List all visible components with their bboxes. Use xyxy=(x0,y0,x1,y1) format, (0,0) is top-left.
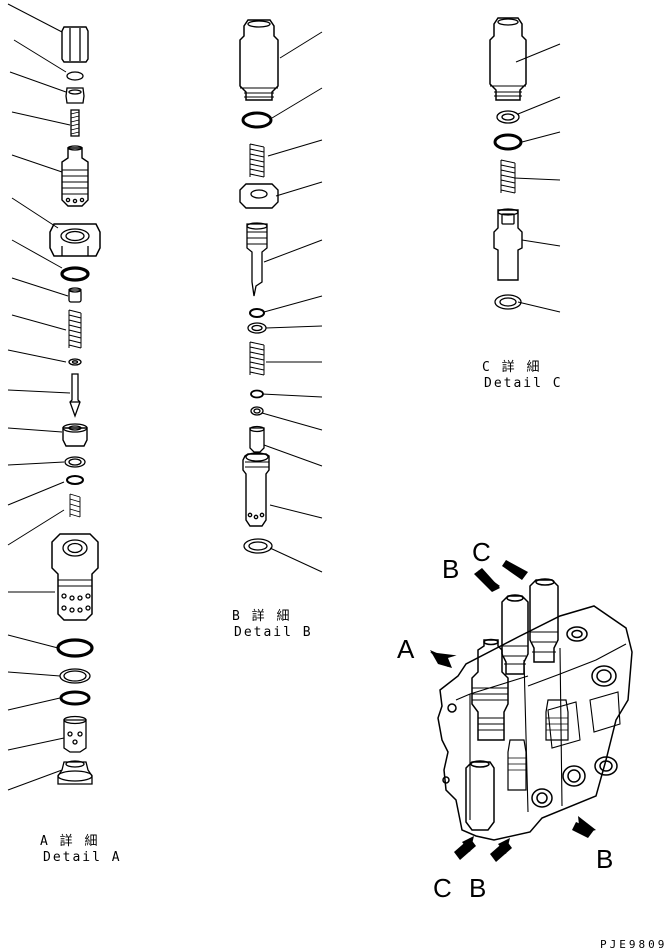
detail-c-parts xyxy=(489,17,561,313)
detail-b-caption-jp: B 詳 細 xyxy=(232,609,292,624)
detail-a-parts xyxy=(7,3,101,791)
detail-a-caption-en: Detail A xyxy=(43,850,122,865)
view-label-b-bottom-right: B xyxy=(596,844,614,874)
view-label-c-bottom: C xyxy=(433,873,452,903)
drawing-code: PJE9809 xyxy=(600,938,668,951)
view-label-c-top: C xyxy=(472,537,491,567)
view-arrows xyxy=(430,560,596,862)
view-label-b-top: B xyxy=(442,554,460,584)
detail-b-parts xyxy=(239,19,323,573)
detail-c-caption-en: Detail C xyxy=(484,376,563,391)
detail-c-leaders xyxy=(513,43,561,313)
detail-a-caption-jp: A 詳 細 xyxy=(40,834,100,849)
detail-b-caption-en: Detail B xyxy=(234,625,313,640)
valve-assembly xyxy=(430,560,633,862)
detail-a-leaders xyxy=(7,3,71,791)
detail-c-caption-jp: C 詳 細 xyxy=(482,360,542,375)
view-label-b-bottom-left: B xyxy=(469,873,487,903)
detail-b-leaders xyxy=(261,31,323,573)
view-label-a: A xyxy=(397,634,415,664)
